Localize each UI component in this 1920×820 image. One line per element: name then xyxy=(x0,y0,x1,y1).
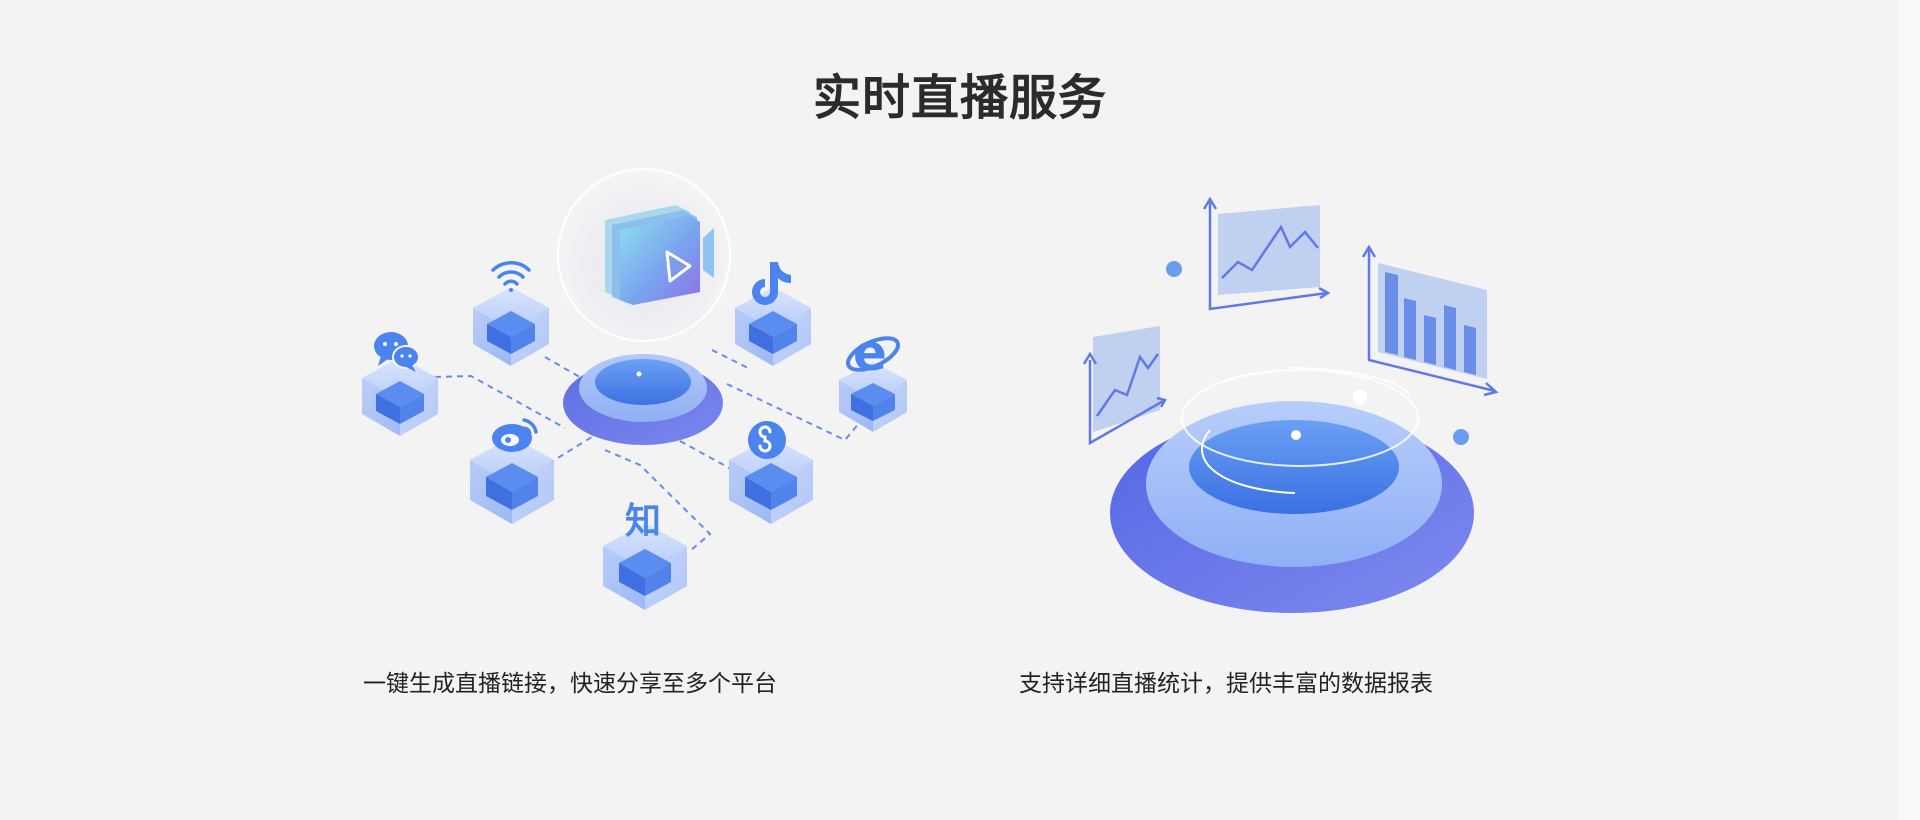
ie-browser-icon: e xyxy=(846,324,900,382)
decor-dot xyxy=(1166,261,1182,277)
platform-cube-weibo xyxy=(470,437,554,524)
report-platform xyxy=(1110,367,1474,613)
svg-text:e: e xyxy=(853,324,887,382)
mini-program-icon xyxy=(748,421,786,459)
platform-cube-zhihu xyxy=(603,523,687,610)
platform-cube-wifi xyxy=(473,287,549,366)
platform-cube-wechat xyxy=(362,357,438,436)
right-edge-strip xyxy=(1897,0,1920,820)
wifi-icon xyxy=(491,261,531,292)
feature-caption-live-link: 一键生成直播链接，快速分享至多个平台 xyxy=(363,671,777,697)
weibo-icon xyxy=(492,418,538,452)
video-camera-bubble xyxy=(557,168,731,342)
platform-cube-mini-program xyxy=(729,437,813,524)
douyin-icon xyxy=(752,262,791,305)
zhihu-icon: 知 xyxy=(625,501,661,542)
line-chart-top xyxy=(1202,196,1331,311)
decor-dot xyxy=(1453,429,1469,445)
bar-chart-right xyxy=(1361,244,1499,397)
live-hub xyxy=(563,354,723,445)
wechat-icon xyxy=(374,332,420,372)
feature-caption-statistics: 支持详细直播统计，提供丰富的数据报表 xyxy=(1019,671,1433,697)
page-title: 实时直播服务 xyxy=(812,70,1107,126)
mini-line-chart-left xyxy=(1082,326,1167,446)
